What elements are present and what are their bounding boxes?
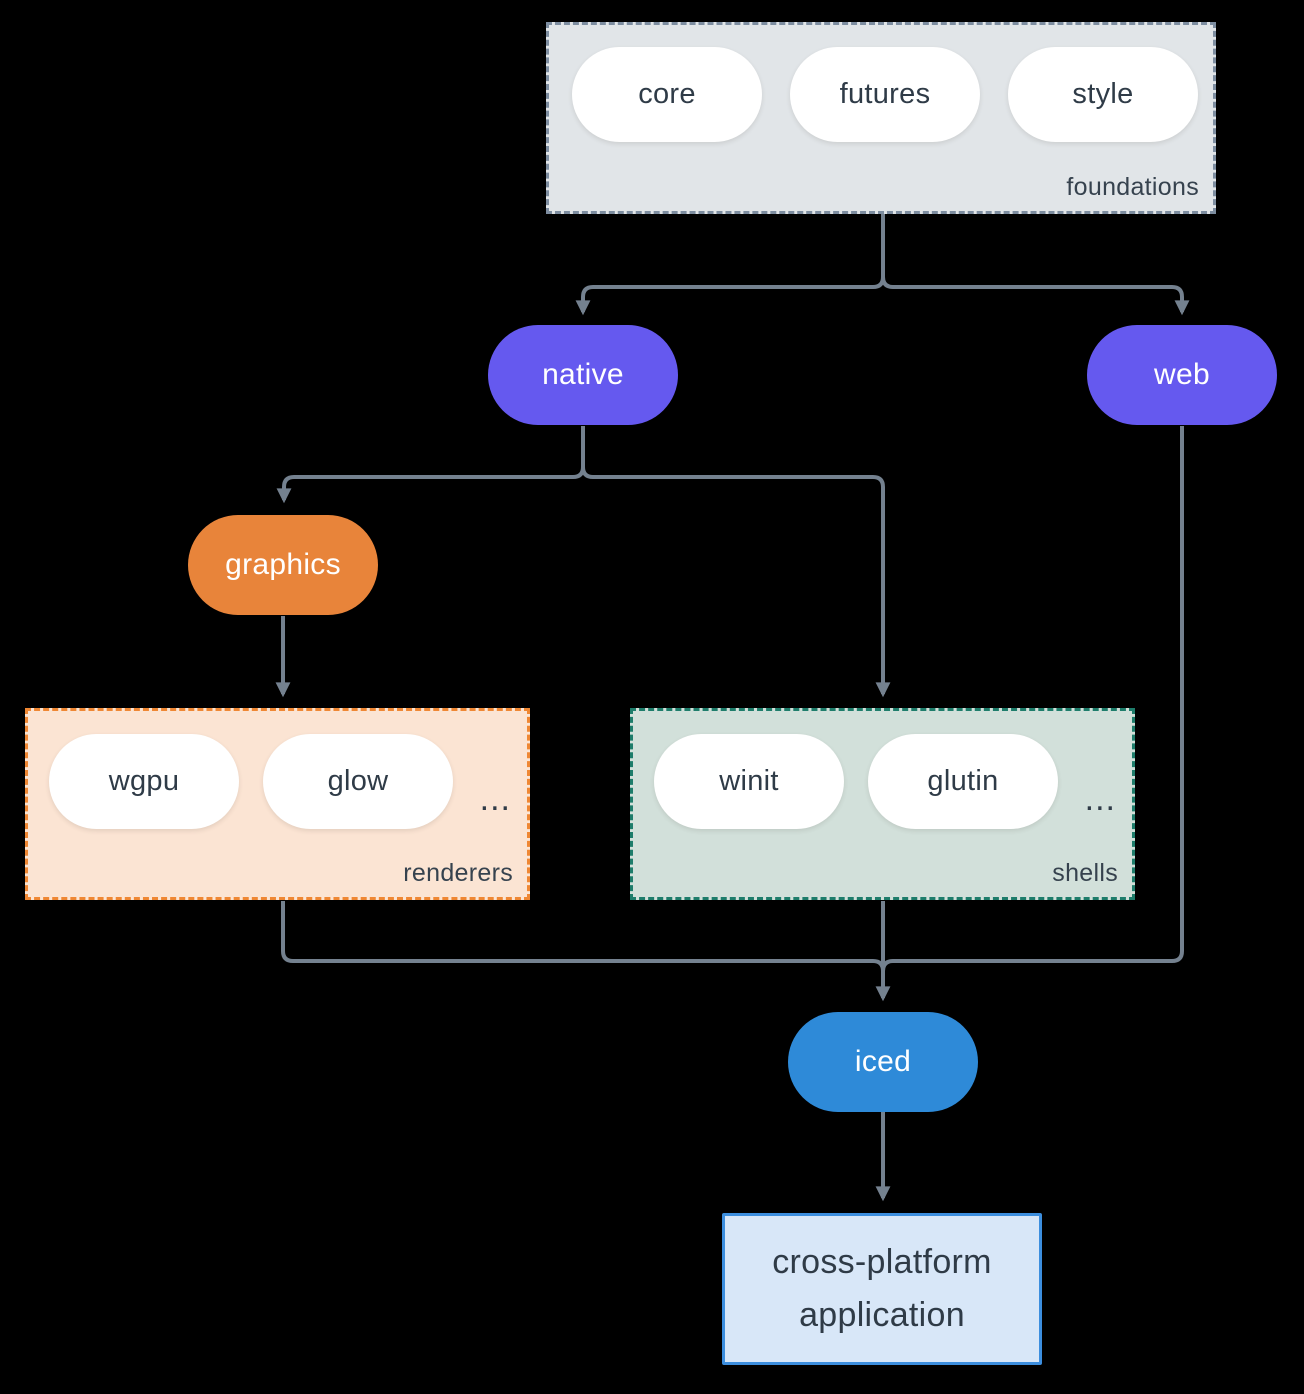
shells-group: winit glutin ... shells bbox=[630, 708, 1135, 900]
foundations-group: core futures style foundations bbox=[546, 22, 1216, 214]
node-winit-label: winit bbox=[719, 765, 779, 797]
renderers-group: wgpu glow ... renderers bbox=[25, 708, 530, 900]
node-graphics: graphics bbox=[188, 515, 378, 615]
node-iced-label: iced bbox=[854, 1045, 912, 1078]
foundations-group-label: foundations bbox=[1066, 173, 1199, 201]
connector-native-to-graphics bbox=[276, 426, 585, 504]
node-graphics-label: graphics bbox=[225, 548, 341, 581]
node-web-label: web bbox=[1154, 358, 1210, 391]
connector-native-to-shells bbox=[581, 426, 891, 698]
node-style-label: style bbox=[1072, 78, 1134, 110]
shells-group-label: shells bbox=[1052, 859, 1118, 887]
node-glow-label: glow bbox=[327, 765, 389, 797]
renderers-ellipsis: ... bbox=[479, 779, 511, 818]
connector-foundations-to-native bbox=[575, 214, 885, 316]
node-futures-label: futures bbox=[839, 78, 931, 110]
application-label-line1: cross-platform bbox=[772, 1243, 992, 1282]
connector-renderers-to-merge bbox=[281, 901, 885, 972]
node-style: style bbox=[1008, 47, 1198, 142]
shells-ellipsis: ... bbox=[1084, 779, 1116, 818]
node-glow: glow bbox=[263, 734, 453, 829]
node-web: web bbox=[1087, 325, 1277, 425]
node-wgpu-label: wgpu bbox=[108, 765, 180, 797]
renderers-group-label: renderers bbox=[403, 859, 513, 887]
node-core: core bbox=[572, 47, 762, 142]
node-native-label: native bbox=[542, 358, 624, 391]
node-futures: futures bbox=[790, 47, 980, 142]
node-glutin: glutin bbox=[868, 734, 1058, 829]
node-core-label: core bbox=[638, 78, 696, 110]
node-winit: winit bbox=[654, 734, 844, 829]
node-glutin-label: glutin bbox=[927, 765, 999, 797]
application-node: cross-platform application bbox=[722, 1213, 1042, 1365]
node-native: native bbox=[488, 325, 678, 425]
connector-foundations-to-web bbox=[881, 214, 1190, 316]
node-wgpu: wgpu bbox=[49, 734, 239, 829]
node-iced: iced bbox=[788, 1012, 978, 1112]
application-label-line2: application bbox=[799, 1296, 965, 1334]
